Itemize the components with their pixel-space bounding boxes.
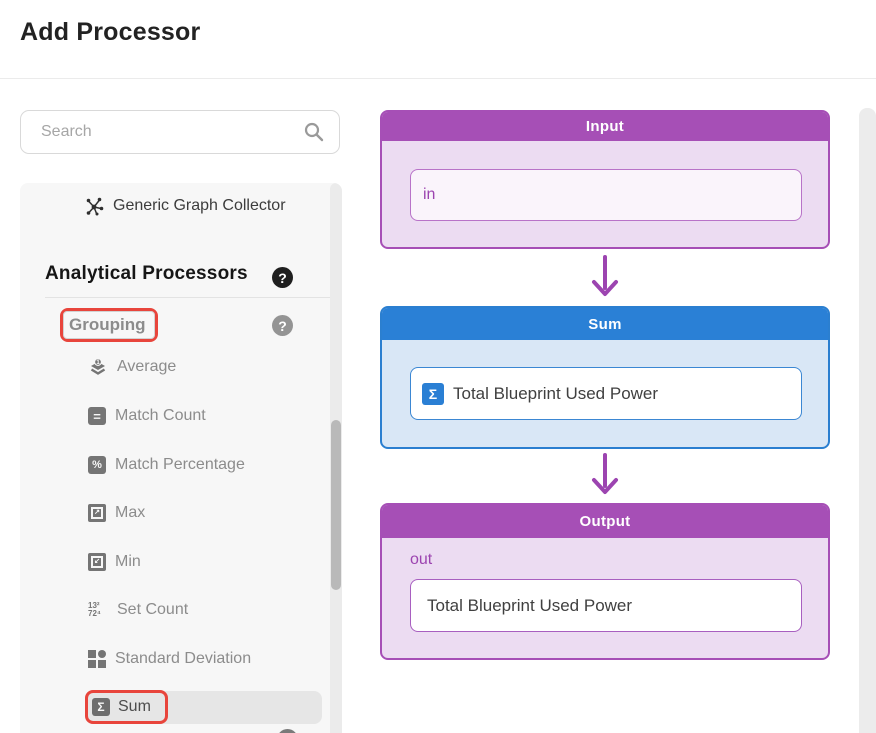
annotation-box-grouping: Grouping bbox=[60, 308, 158, 342]
list-item-generic-graph-collector[interactable]: Generic Graph Collector bbox=[84, 193, 286, 219]
list-item-label: Match Percentage bbox=[115, 456, 245, 473]
output-port-label: out bbox=[410, 551, 433, 568]
list-item-label: Match Count bbox=[115, 407, 206, 424]
max-icon: ↗ bbox=[88, 504, 106, 522]
category-label: Grouping bbox=[69, 315, 146, 334]
list-item-label: Standard Deviation bbox=[115, 650, 252, 667]
section-heading: Analytical Processors bbox=[45, 263, 248, 284]
min-icon: ↙ bbox=[88, 553, 106, 571]
page-title: Add Processor bbox=[20, 18, 201, 46]
processor-list: Generic Graph Collector Analytical Proce… bbox=[20, 183, 342, 733]
set-count-icon: 13² 72⁴ bbox=[88, 601, 101, 618]
list-item-standard-deviation[interactable]: Standard Deviation bbox=[88, 646, 251, 672]
input-port-field[interactable]: in bbox=[410, 169, 802, 221]
list-item-min[interactable]: ↙ Min bbox=[88, 549, 141, 575]
category-grouping[interactable]: Grouping bbox=[63, 311, 155, 339]
flow-node-sum: Sum Σ Total Blueprint Used Power bbox=[380, 306, 830, 449]
list-item-sum-selected[interactable] bbox=[85, 691, 322, 724]
search-input[interactable] bbox=[21, 123, 303, 141]
input-node-header: Input bbox=[382, 112, 828, 141]
flow-node-input: Input in bbox=[380, 110, 830, 249]
category-help-icon[interactable]: ? bbox=[272, 315, 293, 336]
sidebar-scrollbar-track[interactable] bbox=[330, 183, 342, 733]
list-item-label: Generic Graph Collector bbox=[113, 197, 286, 214]
list-item-label: Sum bbox=[118, 698, 151, 715]
list-item-set-count[interactable]: 13² 72⁴ Set Count bbox=[88, 597, 188, 623]
flow-arrow-down-icon bbox=[592, 255, 618, 296]
section-divider bbox=[45, 297, 330, 298]
section-help-icon[interactable]: ? bbox=[272, 267, 293, 288]
output-port-field[interactable]: Total Blueprint Used Power bbox=[410, 579, 802, 632]
list-item-label: Set Count bbox=[117, 601, 189, 618]
flow-node-output: Output out Total Blueprint Used Power bbox=[380, 503, 830, 660]
graph-network-icon bbox=[86, 197, 104, 216]
svg-text:1: 1 bbox=[96, 360, 100, 366]
header-divider bbox=[0, 78, 876, 79]
sum-node-header: Sum bbox=[382, 308, 828, 340]
search-box[interactable] bbox=[20, 110, 340, 154]
sigma-icon: Σ bbox=[422, 382, 444, 405]
sum-field-value: Total Blueprint Used Power bbox=[453, 383, 659, 403]
panel-scrollbar-track[interactable] bbox=[859, 108, 876, 733]
list-item-average[interactable]: 1 Average bbox=[88, 354, 176, 380]
equals-icon: = bbox=[88, 407, 106, 425]
flow-arrow-down-icon bbox=[592, 453, 618, 494]
search-icon bbox=[304, 122, 324, 142]
list-item-label: Min bbox=[115, 553, 141, 570]
layers-icon: 1 bbox=[90, 358, 106, 375]
list-item-label: Max bbox=[115, 504, 146, 521]
list-item-label: Average bbox=[117, 358, 177, 375]
percent-icon: % bbox=[88, 456, 106, 474]
list-item-match-count[interactable]: = Match Count bbox=[88, 403, 206, 429]
output-node-header: Output bbox=[382, 505, 828, 538]
sum-node-field[interactable]: Σ Total Blueprint Used Power bbox=[410, 367, 802, 420]
annotation-box-sum: Σ Sum bbox=[85, 690, 168, 724]
list-item-max[interactable]: ↗ Max bbox=[88, 500, 145, 526]
clipped-help-icon[interactable]: ? bbox=[277, 729, 298, 733]
sidebar-scrollbar-thumb[interactable] bbox=[331, 420, 341, 590]
sigma-icon: Σ bbox=[92, 698, 110, 716]
std-dev-icon bbox=[88, 650, 106, 668]
list-item-match-percentage[interactable]: % Match Percentage bbox=[88, 452, 245, 478]
